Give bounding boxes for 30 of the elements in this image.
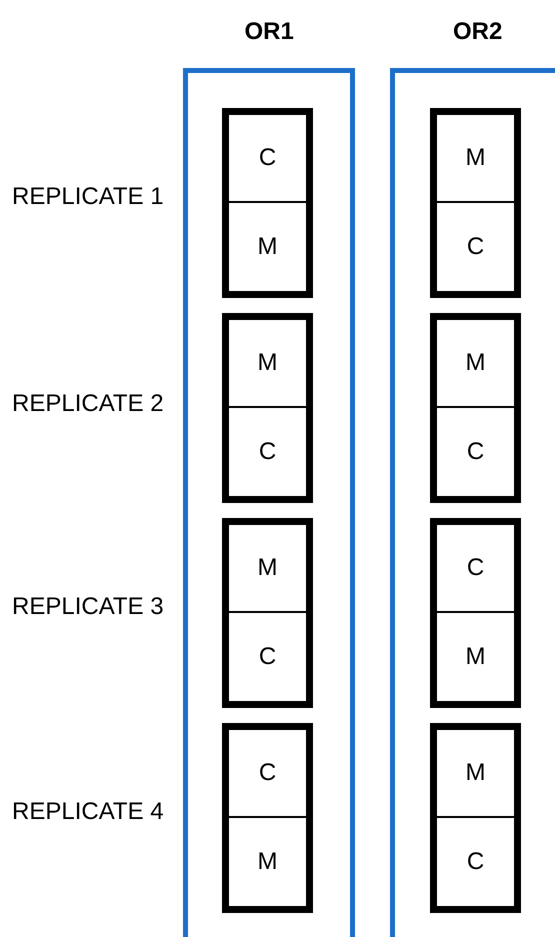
treatment-cell: C [229, 408, 306, 496]
row-label: REPLICATE 4 [12, 798, 164, 826]
treatment-cell: C [437, 818, 514, 906]
treatment-cell: M [437, 613, 514, 701]
treatment-cell: C [437, 203, 514, 291]
treatment-cell: C [229, 613, 306, 701]
sample-box [222, 518, 313, 708]
treatment-cell: C [229, 115, 306, 203]
treatment-cell: M [437, 730, 514, 818]
treatment-cell: C [437, 408, 514, 496]
treatment-cell: M [229, 203, 306, 291]
sample-box [430, 723, 521, 913]
sample-box [222, 723, 313, 913]
row-label: REPLICATE 2 [12, 390, 164, 418]
treatment-cell: M [229, 525, 306, 613]
row-label: REPLICATE 1 [12, 183, 164, 211]
treatment-cell: M [229, 320, 306, 408]
treatment-cell: C [229, 730, 306, 818]
treatment-cell: M [437, 115, 514, 203]
column-heading: OR1 [244, 18, 294, 46]
treatment-cell: M [437, 320, 514, 408]
column-heading: OR2 [453, 18, 502, 46]
treatment-cell: C [437, 525, 514, 613]
row-label: REPLICATE 3 [12, 593, 164, 621]
sample-box [430, 518, 521, 708]
sample-box [222, 108, 313, 298]
sample-box [430, 108, 521, 298]
sample-box [430, 313, 521, 503]
sample-box [222, 313, 313, 503]
treatment-cell: M [229, 818, 306, 906]
